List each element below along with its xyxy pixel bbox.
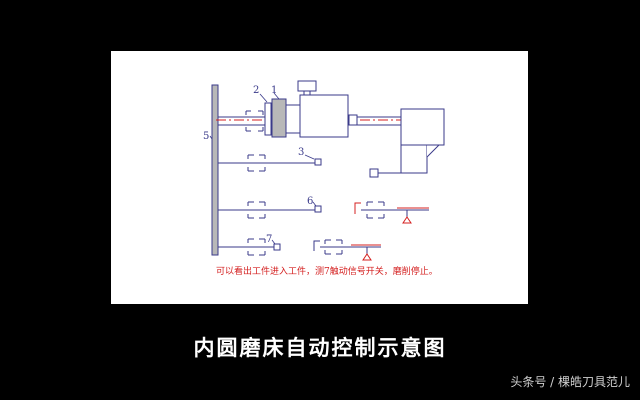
pivot-7-triangle bbox=[362, 253, 372, 261]
source-watermark: 头条号 / 棵皓刀具范儿 bbox=[510, 375, 630, 389]
part-label-5: 5 bbox=[203, 131, 209, 142]
linkage-7-hook bbox=[313, 240, 320, 251]
part-label-7: 7 bbox=[266, 234, 272, 245]
leader-1 bbox=[273, 92, 280, 100]
workpiece-top-stem bbox=[303, 90, 311, 96]
leader-7 bbox=[271, 239, 276, 245]
part-2-flange bbox=[264, 102, 272, 136]
linkage-6-red-hook bbox=[354, 202, 361, 214]
diagram-panel: 1 2 3 5 6 7 可以看出工件进入工件，测7触动信号开关，磨削停止。 bbox=[111, 51, 528, 304]
part-label-1: 1 bbox=[271, 85, 277, 96]
linkage-7-bracket-bottom bbox=[324, 250, 343, 255]
diagram-note: 可以看出工件进入工件，测7触动信号开关，磨削停止。 bbox=[216, 267, 438, 277]
grinder-diagram: 1 2 3 5 6 7 bbox=[203, 80, 445, 261]
lever-6-bracket-top bbox=[247, 201, 266, 206]
bearing-top bbox=[245, 110, 264, 115]
lever-3-bracket-top bbox=[247, 154, 266, 159]
workpiece-top-cap bbox=[297, 80, 317, 92]
figure-caption: 内圆磨床自动控制示意图 bbox=[193, 336, 447, 360]
bore-sleeve bbox=[348, 114, 358, 126]
grinding-head-base bbox=[400, 144, 428, 174]
lever-7-bracket-top bbox=[247, 238, 266, 243]
vertical-slide-bar bbox=[211, 84, 219, 256]
switch-6 bbox=[314, 205, 322, 213]
switch-7 bbox=[273, 243, 281, 251]
linkage-6-bracket-bottom bbox=[366, 214, 385, 219]
part-label-3: 3 bbox=[298, 147, 304, 158]
lever-6-bracket-bottom bbox=[247, 214, 266, 219]
leader-3 bbox=[304, 154, 315, 160]
wheel-holder bbox=[285, 104, 301, 134]
part-label-6: 6 bbox=[307, 196, 313, 207]
leader-2 bbox=[259, 93, 268, 103]
head-switch bbox=[369, 168, 379, 178]
leader-6 bbox=[312, 201, 317, 207]
workpiece-body bbox=[299, 94, 349, 138]
pivot-6-triangle bbox=[402, 216, 412, 224]
grinding-head bbox=[400, 108, 445, 146]
bearing-bottom bbox=[245, 127, 264, 132]
linkage-6-bracket-top bbox=[366, 201, 385, 206]
switch-3 bbox=[314, 158, 322, 166]
head-brace bbox=[426, 144, 441, 158]
lever-7-bracket-bottom bbox=[247, 251, 266, 256]
leader-5 bbox=[209, 135, 213, 140]
lever-3-bracket-bottom bbox=[247, 167, 266, 172]
part-1-chuck bbox=[271, 98, 287, 138]
linkage-7-bracket-top bbox=[324, 239, 343, 244]
part-label-2: 2 bbox=[253, 85, 259, 96]
